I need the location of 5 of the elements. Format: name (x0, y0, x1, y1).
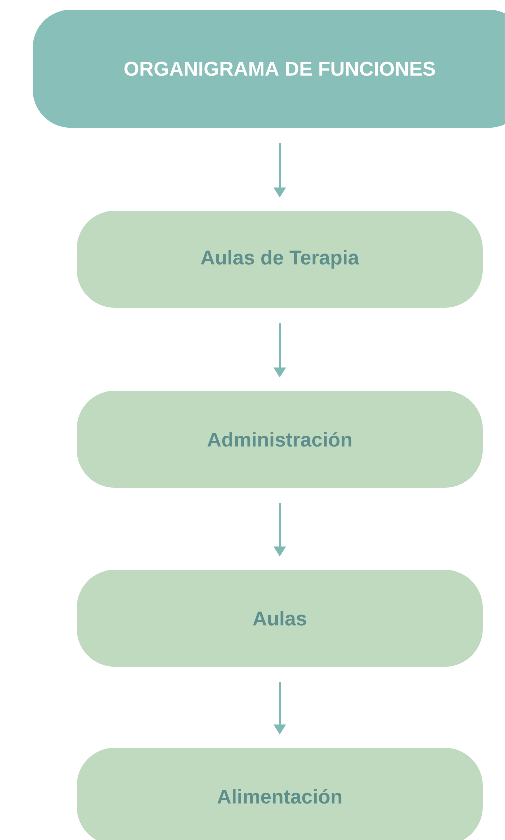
unit-box: Administración (77, 391, 483, 488)
unit-box: Aulas (77, 570, 483, 667)
unit-box: Aulas de Terapia (77, 211, 483, 308)
header-box: ORGANIGRAMA DE FUNCIONES (33, 10, 505, 128)
unit-box: Alimentación (77, 748, 483, 840)
